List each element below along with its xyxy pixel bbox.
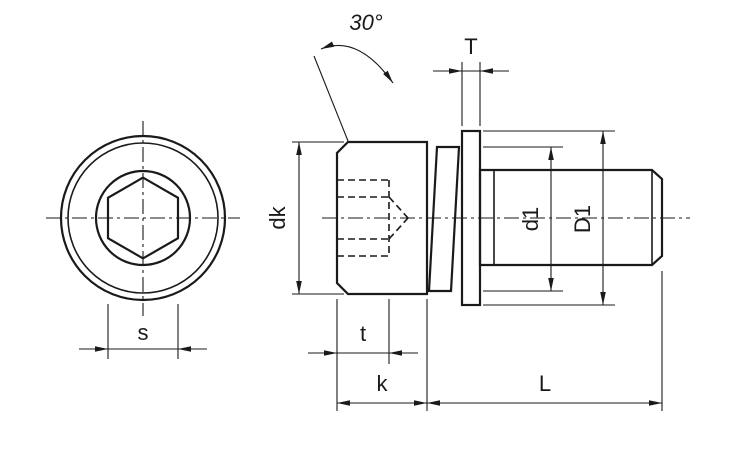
dimension-L: L <box>427 271 663 411</box>
dimension-d1: d1 <box>483 146 563 292</box>
dimension-angle: 30° <box>313 10 394 142</box>
socket-hidden-lines <box>337 179 409 257</box>
head-outline <box>335 140 429 296</box>
label-screw-length: L <box>539 371 551 396</box>
spring-washer <box>427 145 461 293</box>
dimension-D1: D1 <box>483 130 615 306</box>
front-view: s <box>46 121 240 359</box>
dimension-T: T <box>433 34 509 126</box>
dimension-k: k <box>336 299 428 411</box>
label-d1-diameter: d1 <box>518 207 543 231</box>
dimension-dk: dk <box>265 141 344 295</box>
label-head-height: k <box>377 371 389 396</box>
side-view: 30° T dk d1 D1 <box>265 10 690 411</box>
label-D1-diameter: D1 <box>570 205 595 233</box>
label-socket-size: s <box>138 320 149 345</box>
label-chamfer-angle: 30° <box>349 10 382 35</box>
label-washer-thickness: T <box>464 34 477 59</box>
dimension-t: t <box>308 299 418 364</box>
dimension-s: s <box>79 304 207 359</box>
label-head-diameter: dk <box>265 205 290 229</box>
label-socket-depth: t <box>360 321 366 346</box>
